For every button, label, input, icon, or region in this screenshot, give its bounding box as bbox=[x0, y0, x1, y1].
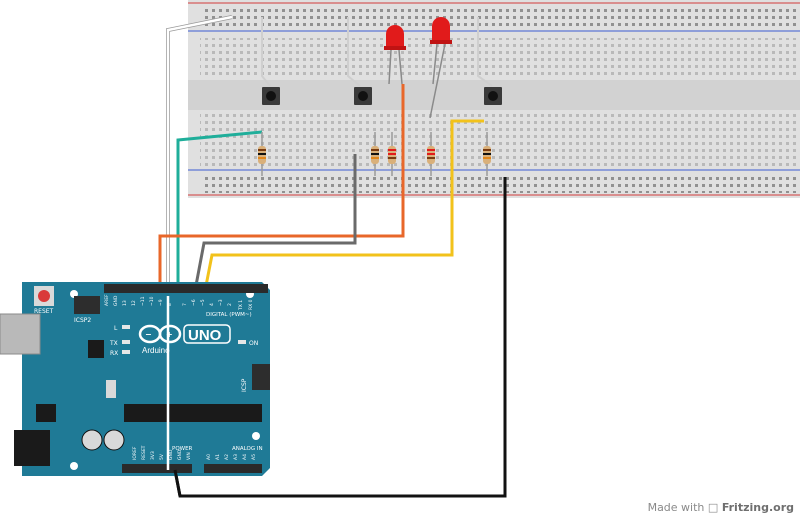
led-l bbox=[122, 325, 130, 329]
wire-black-over-board bbox=[173, 469, 182, 497]
pin-7-label: 7 bbox=[182, 303, 188, 306]
tx-label: TX bbox=[109, 340, 118, 347]
icsp-header bbox=[252, 364, 270, 390]
pin-4-label: 4 bbox=[209, 303, 215, 306]
pin-reset-label: RESET bbox=[141, 445, 147, 460]
led-tx bbox=[122, 340, 130, 344]
wire-yellow bbox=[202, 119, 484, 297]
resistor-5 bbox=[483, 132, 491, 176]
resistor-1 bbox=[258, 132, 266, 176]
led-2 bbox=[429, 17, 452, 119]
capacitor bbox=[81, 429, 103, 451]
usb-connector bbox=[0, 313, 41, 355]
wire-orange bbox=[158, 84, 405, 296]
upper-terminal-strip bbox=[200, 38, 800, 78]
fritzing-brand: Fritzing.org bbox=[721, 501, 794, 514]
on-label: ON bbox=[249, 340, 258, 347]
crystal bbox=[106, 380, 116, 398]
resistor-2 bbox=[371, 132, 379, 176]
pin-vin-label: VIN bbox=[186, 452, 192, 460]
fritzing-icon: □ bbox=[707, 501, 719, 514]
push-button-3 bbox=[484, 87, 502, 105]
power-label: POWER bbox=[172, 446, 193, 452]
made-with-text: Made with bbox=[647, 501, 705, 514]
pin-gnd-label: GND bbox=[113, 295, 119, 306]
digital-header bbox=[104, 284, 268, 293]
pin-aref-label: AREF bbox=[104, 294, 110, 306]
atmega-chip bbox=[124, 404, 262, 422]
pin-2-label: 2 bbox=[227, 303, 233, 306]
arduino-uno-board: RESET ICSP2 L TX RX − + UNO Arduino ON I… bbox=[0, 282, 270, 476]
pin-5-label: ~5 bbox=[200, 299, 206, 306]
power-jack bbox=[14, 430, 50, 466]
wire-gray bbox=[192, 154, 357, 297]
bottom-power-rail bbox=[205, 173, 800, 193]
led-l-label: L bbox=[114, 325, 118, 332]
pin-13-label: 13 bbox=[122, 300, 128, 306]
pin-11-label: ~11 bbox=[140, 296, 146, 306]
icsp2-label: ICSP2 bbox=[74, 317, 91, 324]
svg-text:+: + bbox=[166, 330, 173, 339]
arduino-brand-text: Arduino bbox=[142, 346, 170, 355]
analog-label: ANALOG IN bbox=[232, 446, 263, 452]
led-1 bbox=[384, 25, 406, 85]
pin-12-label: 12 bbox=[131, 300, 137, 306]
mounting-hole bbox=[252, 432, 260, 440]
power-header bbox=[122, 464, 192, 473]
icsp2-header bbox=[74, 296, 100, 314]
pin-3v3-label: 3V3 bbox=[150, 451, 156, 460]
resistor-3 bbox=[388, 132, 396, 176]
push-button-1 bbox=[262, 87, 280, 105]
icsp-label: ICSP bbox=[241, 378, 248, 392]
voltage-regulator bbox=[36, 404, 56, 422]
pin-tx-label: TX 1 bbox=[238, 300, 244, 311]
pin-gnd2-label: GND bbox=[177, 449, 183, 460]
pin-a5-label: A5 bbox=[251, 454, 257, 460]
pin-8-label: 8 bbox=[167, 303, 173, 306]
svg-text:−: − bbox=[145, 330, 152, 339]
lower-terminal-strip bbox=[200, 112, 800, 168]
pin-a1-label: A1 bbox=[215, 454, 221, 460]
arduino-logo: − + UNO Arduino bbox=[138, 324, 231, 355]
pin-9-label: ~9 bbox=[158, 299, 164, 306]
pin-ioref-label: IOREF bbox=[132, 446, 138, 460]
pin-a2-label: A2 bbox=[224, 454, 230, 460]
led-on bbox=[238, 340, 246, 344]
reset-button-cap bbox=[38, 290, 50, 302]
led-rx bbox=[122, 350, 130, 354]
resistor-4 bbox=[427, 132, 435, 176]
rx-label: RX bbox=[110, 350, 118, 357]
pin-a0-label: A0 bbox=[206, 454, 212, 460]
pin-a4-label: A4 bbox=[242, 454, 248, 460]
fritzing-credit: Made with □ Fritzing.org bbox=[648, 501, 794, 514]
pin-a3-label: A3 bbox=[233, 454, 239, 460]
analog-header bbox=[204, 464, 262, 473]
push-button-2 bbox=[354, 87, 372, 105]
wire-teal bbox=[176, 130, 263, 296]
pin-3-label: ~3 bbox=[218, 299, 224, 306]
pin-gnd1-label: GND bbox=[168, 449, 174, 460]
reset-label: RESET bbox=[34, 308, 54, 315]
button-leads bbox=[261, 17, 493, 87]
digital-label: DIGITAL (PWM~) bbox=[206, 312, 252, 318]
usb-chip bbox=[88, 340, 104, 358]
uno-logo-text: UNO bbox=[188, 327, 222, 344]
pin-10-label: ~10 bbox=[149, 296, 155, 306]
pin-rx-label: RX 0 bbox=[248, 299, 254, 310]
top-power-rail bbox=[205, 7, 800, 27]
pin-5v-label: 5V bbox=[159, 453, 165, 460]
pin-6-label: ~6 bbox=[191, 299, 197, 306]
mounting-hole bbox=[70, 462, 78, 470]
capacitor bbox=[103, 429, 125, 451]
